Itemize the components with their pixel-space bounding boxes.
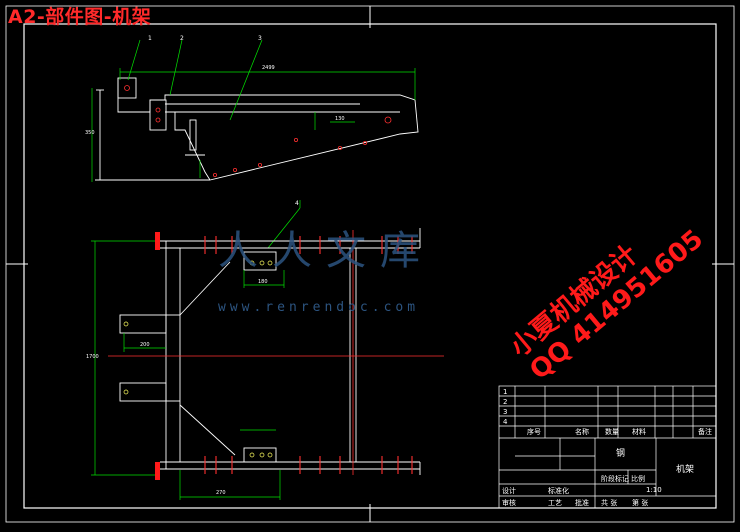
tb-list-3: 3 (503, 408, 508, 416)
tb-material: 钢 (616, 449, 626, 459)
dim-overall-length: 2499 (262, 65, 275, 71)
tb-review: 审核 (502, 499, 516, 507)
balloon-1: 1 (148, 35, 152, 42)
dim-frame-height: 1700 (86, 354, 99, 360)
tb-list-1: 1 (503, 388, 508, 396)
balloon-4: 4 (295, 200, 299, 207)
balloon-3: 3 (258, 35, 262, 42)
plan-view-dims (91, 240, 285, 500)
tb-sheet-total: 共 张 (601, 499, 618, 507)
watermark-url: www.renrendoc.com (218, 300, 420, 315)
tb-scale-value: 1:10 (646, 486, 662, 494)
tb-mat: 材料 (632, 428, 646, 436)
drawing-title: A2-部件图-机架 (8, 6, 152, 28)
tb-qty: 数量 (605, 428, 619, 436)
tb-design: 设计 (502, 487, 516, 495)
plan-view-end-markers (155, 232, 160, 480)
dim-height-left: 350 (85, 130, 95, 136)
tb-scale: 比例 (631, 475, 645, 483)
tb-list-2: 2 (503, 398, 508, 406)
tb-remark: 备注 (698, 428, 712, 436)
plan-view-holes (123, 260, 273, 458)
tb-approve: 批准 (575, 499, 589, 507)
tb-part-name: 机架 (676, 465, 695, 475)
plan-view-bolts (204, 236, 413, 474)
dim-mid-width: 200 (140, 342, 150, 348)
tb-process: 工艺 (548, 499, 562, 507)
dim-small-b: 180 (258, 279, 268, 285)
title-block (498, 385, 717, 509)
center-marks (6, 6, 734, 522)
watermark-brand: 人人文库 (218, 228, 434, 274)
tb-seq: 序号 (527, 428, 541, 436)
tb-sheet-no: 第 张 (632, 499, 649, 507)
plan-view-centerline (108, 230, 444, 475)
side-view-holes (124, 85, 392, 177)
dim-bottom-width: 270 (216, 490, 226, 496)
tb-standardize: 标准化 (548, 487, 569, 495)
tb-list-4: 4 (503, 418, 508, 426)
balloon-2: 2 (180, 35, 184, 42)
tb-name: 名称 (575, 428, 589, 436)
dim-small-a: 130 (335, 116, 345, 122)
tb-stage: 阶段标记 (601, 475, 629, 483)
side-view (95, 77, 419, 181)
plan-view (119, 228, 421, 475)
